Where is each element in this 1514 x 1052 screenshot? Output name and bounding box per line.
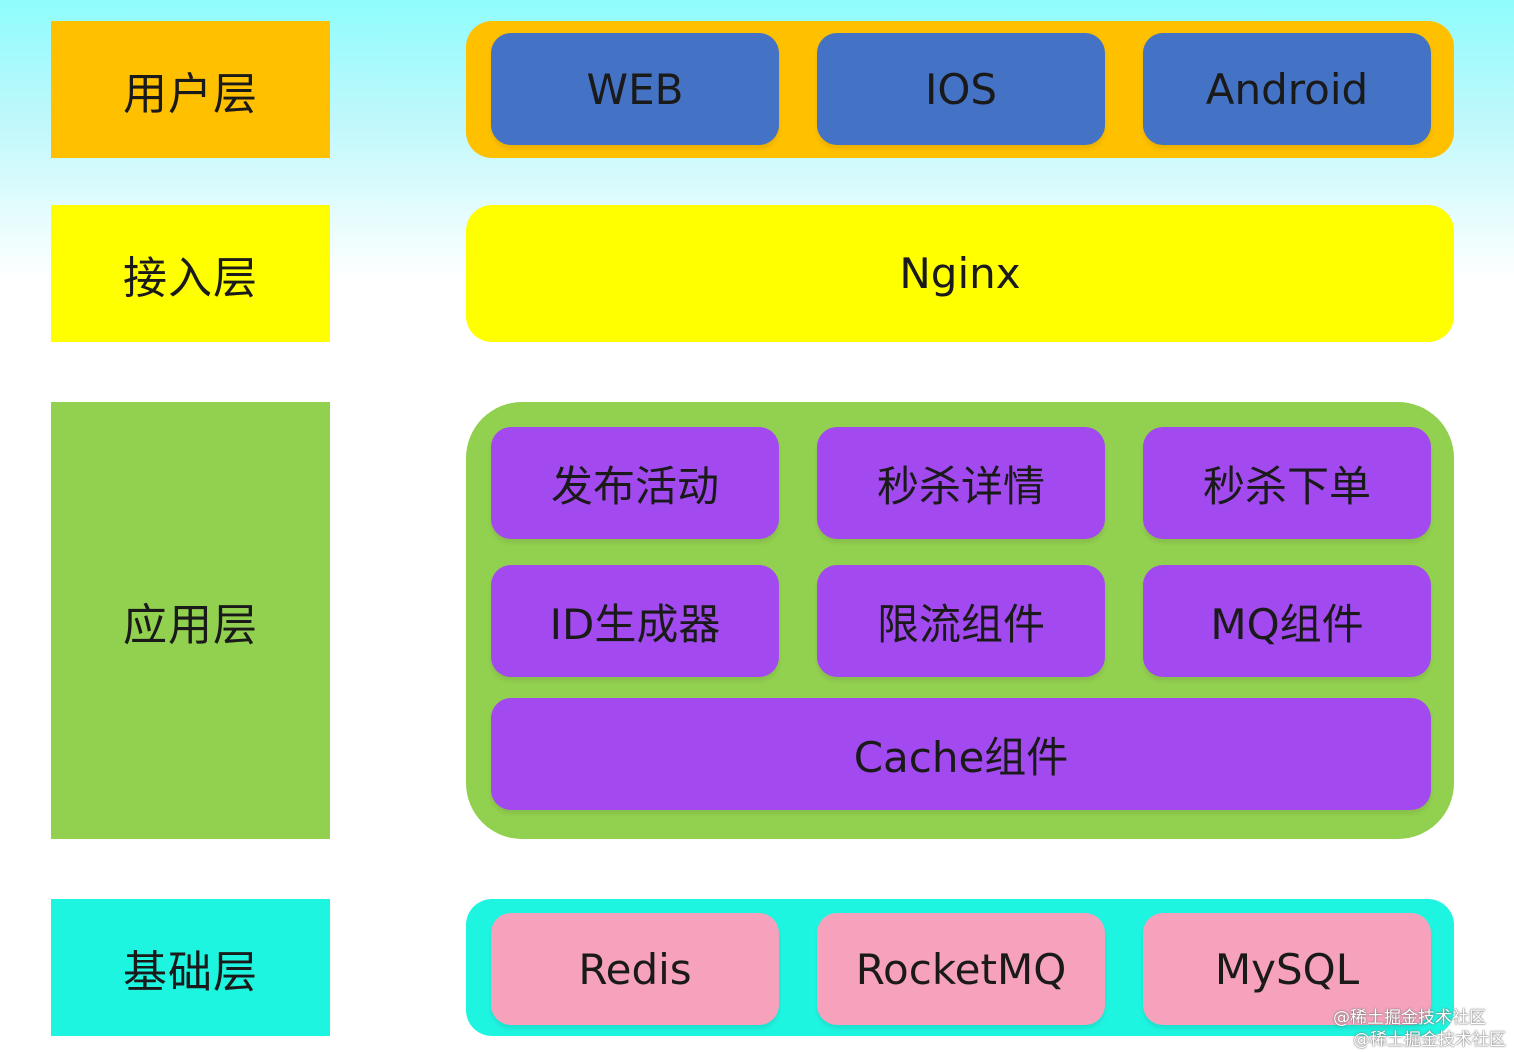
android-client-box: Android [1143, 33, 1431, 145]
seckill-order-box: 秒杀下单 [1143, 427, 1431, 539]
android-client-label: Android [1205, 64, 1369, 114]
layer-label-access: 接入层 [51, 205, 330, 342]
seckill-detail-label: 秒杀详情 [876, 461, 1045, 511]
publish-activity-label: 发布活动 [550, 461, 719, 511]
redis-label: Redis [578, 944, 692, 994]
layer-label-user: 用户层 [51, 21, 330, 158]
ios-client-box: IOS [817, 33, 1105, 145]
web-client-box: WEB [491, 33, 779, 145]
layer-label-access-text: 接入层 [123, 252, 258, 304]
layer-label-app-text: 应用层 [123, 599, 258, 651]
layer-label-user-text: 用户层 [123, 68, 258, 120]
rocketmq-box: RocketMQ [817, 913, 1105, 1025]
id-generator-label: ID生成器 [549, 599, 721, 649]
access-layer-frame: Nginx [466, 205, 1454, 342]
nginx-label: Nginx [899, 249, 1021, 298]
id-generator-box: ID生成器 [491, 565, 779, 677]
rate-limit-box: 限流组件 [817, 565, 1105, 677]
rocketmq-label: RocketMQ [855, 944, 1067, 994]
seckill-order-label: 秒杀下单 [1202, 461, 1371, 511]
cache-component-box: Cache组件 [491, 698, 1431, 810]
watermark-text: @稀土掘金技术社区 [1333, 1008, 1486, 1028]
publish-activity-box: 发布活动 [491, 427, 779, 539]
layer-label-base: 基础层 [51, 899, 330, 1036]
mq-component-label: MQ组件 [1210, 599, 1364, 649]
ios-client-label: IOS [924, 64, 998, 114]
mysql-label: MySQL [1214, 944, 1360, 994]
seckill-detail-box: 秒杀详情 [817, 427, 1105, 539]
cache-component-label: Cache组件 [853, 732, 1069, 782]
layer-label-app: 应用层 [51, 402, 330, 839]
redis-box: Redis [491, 913, 779, 1025]
mysql-box: MySQL [1143, 913, 1431, 1025]
web-client-label: WEB [586, 64, 684, 114]
watermark-text-secondary: @稀土掘金技术社区 [1353, 1030, 1506, 1050]
rate-limit-label: 限流组件 [876, 599, 1045, 649]
layer-label-base-text: 基础层 [123, 946, 258, 998]
mq-component-box: MQ组件 [1143, 565, 1431, 677]
